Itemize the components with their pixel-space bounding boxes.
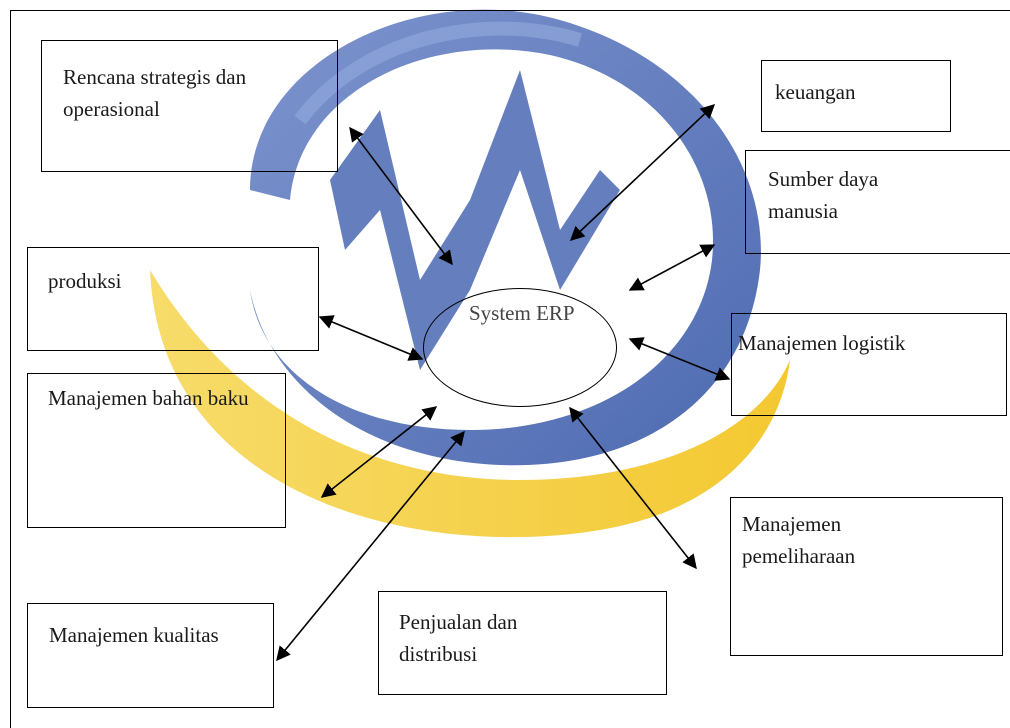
module-label: Rencana strategis dan operasional <box>63 65 247 121</box>
module-finance: keuangan <box>761 60 951 132</box>
module-logistics: Manajemen logistik <box>731 313 1007 416</box>
arrow-hr <box>628 244 716 291</box>
diagram-frame <box>10 10 1010 728</box>
module-label: Sumber daya manusia <box>768 167 879 223</box>
module-label: Penjualan dan distribusi <box>399 610 518 666</box>
center-label: System ERP <box>469 301 575 325</box>
arrow-quality <box>276 430 465 662</box>
module-quality: Manajemen kualitas <box>27 603 274 708</box>
arrow-materials <box>320 406 438 498</box>
module-sales-distribution: Penjualan dan distribusi <box>378 591 667 695</box>
arrow-logistics <box>628 337 731 381</box>
module-human-resources: Sumber daya manusia <box>745 150 1010 254</box>
watermark-letter-stroke <box>330 70 620 370</box>
arrow-strategic <box>349 126 453 266</box>
module-strategic-planning: Rencana strategis dan operasional <box>41 40 338 172</box>
module-label: Manajemen bahan baku <box>48 386 249 410</box>
watermark-ring-highlight <box>294 21 583 125</box>
arrow-finance <box>569 104 716 241</box>
module-label: Manajemen logistik <box>738 331 906 355</box>
module-label: keuangan <box>775 80 856 104</box>
module-maintenance: Manajemen pemeliharaan <box>730 497 1003 656</box>
module-raw-materials: Manajemen bahan baku <box>27 373 286 528</box>
module-label: Manajemen pemeliharaan <box>742 512 856 568</box>
arrow-maintenance <box>569 406 697 570</box>
module-label: produksi <box>48 269 122 293</box>
module-label: Manajemen kualitas <box>49 623 219 647</box>
arrow-production <box>318 315 424 361</box>
center-node-erp: System ERP <box>423 288 617 407</box>
module-production: produksi <box>27 247 319 351</box>
